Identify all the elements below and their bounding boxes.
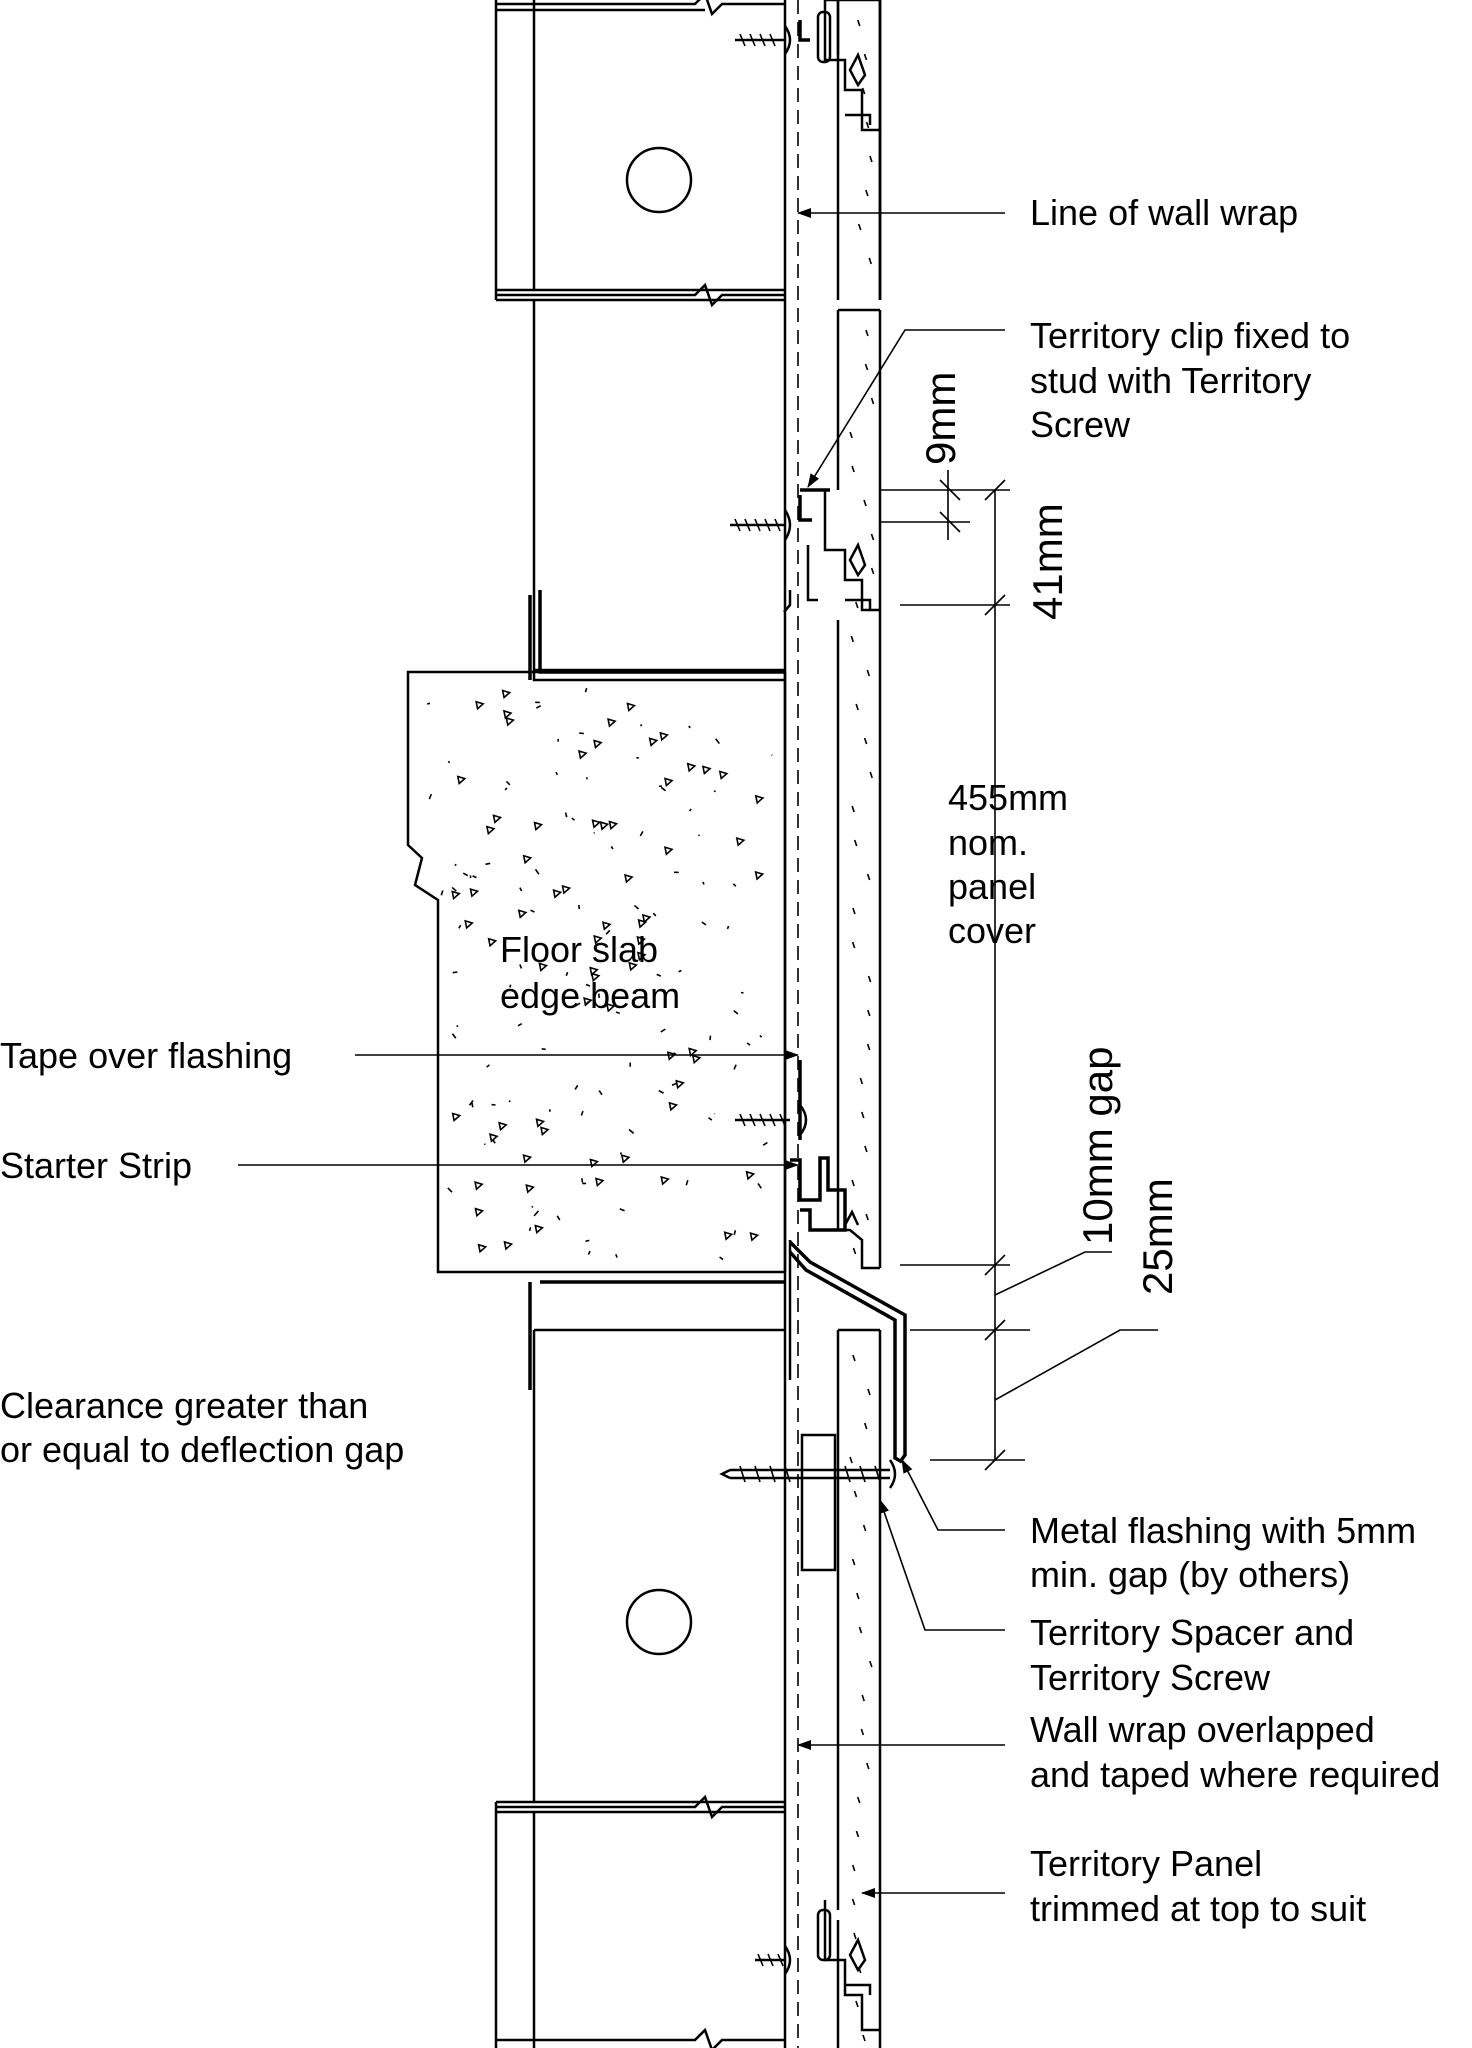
label-territory-panel: Territory Panel trimmed at top to suit [1030,1843,1366,1929]
stud-break-2 [496,1794,785,1820]
territory-clip-middle [783,488,872,613]
floor-slab-edge-beam [406,670,787,1274]
svg-text:Screw: Screw [1030,404,1131,445]
panel-upper-face [836,0,882,300]
label-starter-strip: Starter Strip [0,1145,192,1186]
svg-text:Floor slab: Floor slab [500,929,658,970]
label-line-of-wall-wrap: Line of wall wrap [1030,192,1298,233]
dim-10mm-gap: 10mm gap [1074,1047,1121,1245]
screw-lower [755,1945,792,1975]
dimension-lines [880,470,1158,1471]
svg-text:min. gap (by others): min. gap (by others) [1030,1554,1350,1595]
leader-lines [238,208,1005,1898]
label-floor-slab: Floor slab edge beam [500,929,680,1016]
label-territory-spacer: Territory Spacer and Territory Screw [1030,1612,1354,1698]
territory-spacer [719,1433,897,1572]
svg-text:panel: panel [948,866,1036,907]
service-hole-lower [625,1588,693,1656]
dim-25mm: 25mm [1134,1178,1181,1295]
bottom-break-line [496,2027,785,2048]
stud-break-1 [496,282,785,308]
svg-text:edge beam: edge beam [500,975,680,1016]
middle-stud [528,300,785,682]
label-metal-flashing: Metal flashing with 5mm min. gap (by oth… [1030,1510,1416,1595]
metal-flashing [788,1240,907,1464]
dim-41mm: 41mm [1024,503,1071,620]
label-territory-clip: Territory clip fixed to stud with Territ… [1030,315,1350,445]
svg-text:or equal to deflection gap: or equal to deflection gap [0,1429,404,1470]
screw-middle [730,509,792,541]
top-break-line [496,0,785,17]
svg-text:Territory clip fixed to: Territory clip fixed to [1030,315,1350,356]
svg-text:455mm: 455mm [948,777,1068,818]
svg-text:and taped where required: and taped where required [1030,1754,1440,1795]
svg-text:nom.: nom. [948,822,1028,863]
svg-text:trimmed at top to suit: trimmed at top to suit [1030,1888,1366,1929]
svg-text:Territory Panel: Territory Panel [1030,1843,1262,1884]
middle-territory-panel [823,308,882,1270]
screw-upper [735,25,792,55]
svg-text:stud with Territory: stud with Territory [1030,360,1311,401]
label-panel-cover: 455mm nom. panel cover [948,777,1068,951]
svg-text:Wall wrap overlapped: Wall wrap overlapped [1030,1709,1375,1750]
svg-text:cover: cover [948,910,1036,951]
label-wall-wrap-overlapped: Wall wrap overlapped and taped where req… [1030,1709,1440,1795]
service-hole-upper [625,146,693,214]
upper-territory-panel [816,0,882,300]
dim-9mm: 9mm [917,372,964,465]
svg-text:Metal flashing with 5mm: Metal flashing with 5mm [1030,1510,1416,1551]
svg-text:Territory Spacer and: Territory Spacer and [1030,1612,1354,1653]
lower-territory-panel [816,1328,882,2048]
label-clearance: Clearance greater than or equal to defle… [0,1385,404,1470]
lower-stud [494,1280,785,2048]
upper-stud [494,0,785,302]
starter-strip [790,1156,860,1232]
panel-fibre-hatch [849,19,875,2042]
label-tape-over-flashing: Tape over flashing [0,1035,292,1076]
svg-text:Clearance greater than: Clearance greater than [0,1385,368,1426]
territory-clip-upper [798,20,872,125]
svg-text:Territory Screw: Territory Screw [1030,1657,1271,1698]
concrete-aggregate-hatch [427,687,773,1261]
screw-at-starter [735,1104,808,1136]
